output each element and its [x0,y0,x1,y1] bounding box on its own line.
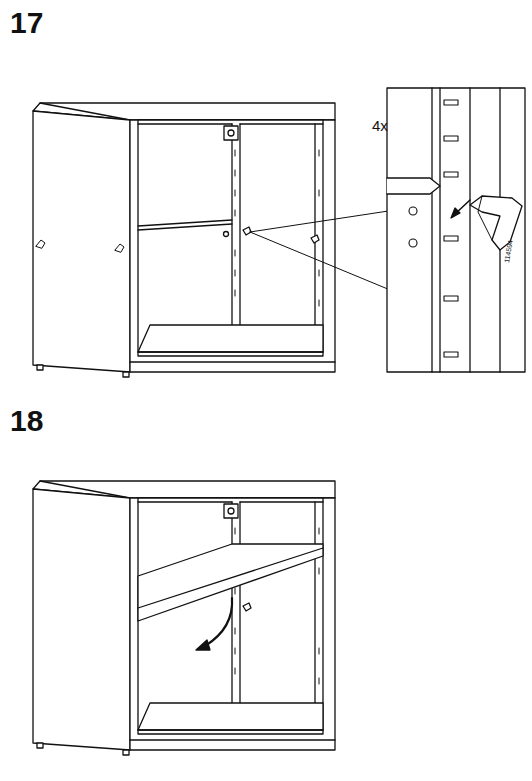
quantity-label: 4x [372,118,388,133]
cabinet-step17 [33,103,395,377]
cabinet-step18 [33,481,335,755]
step-number: 17 [10,8,43,38]
clip-detail [387,88,525,372]
step-number: 18 [10,406,43,436]
